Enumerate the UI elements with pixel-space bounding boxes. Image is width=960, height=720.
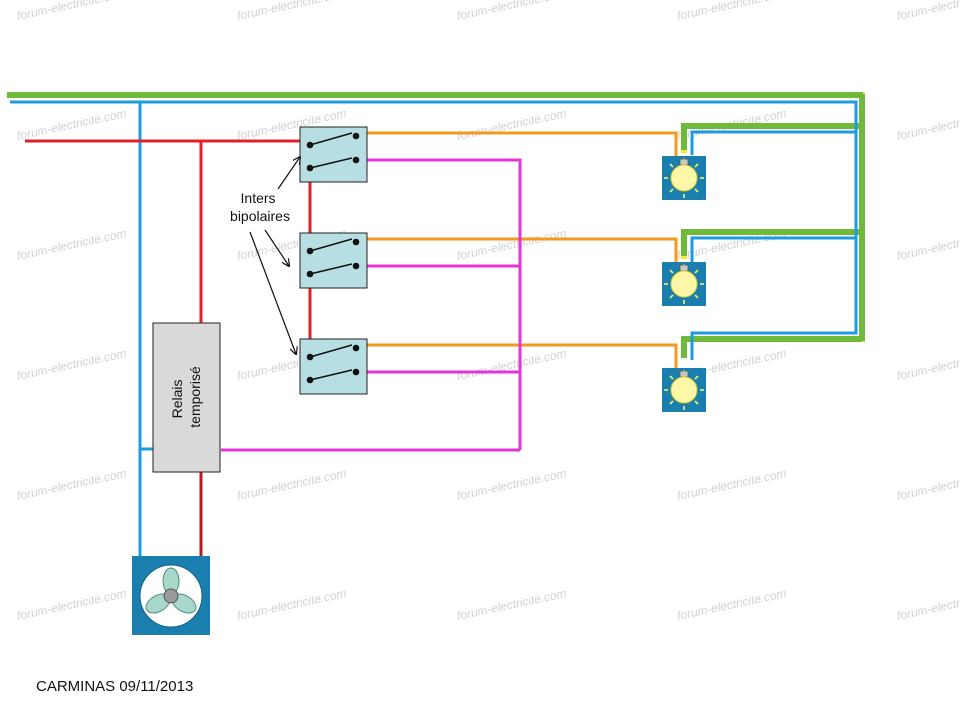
watermark: forum-electricite.com: [676, 466, 788, 503]
relay-label-line2: temporisé: [187, 366, 203, 428]
watermark: forum-electricite.com: [676, 586, 788, 623]
switched-return-wires: [356, 131, 678, 369]
watermark: forum-electricite.com: [16, 226, 128, 263]
watermark: forum-electricite.com: [896, 586, 960, 623]
watermark: forum-electricite.com: [896, 0, 960, 23]
switches-label-arrows: [249, 157, 300, 354]
neutral-conductor: [10, 100, 858, 556]
double-pole-switch-3[interactable]: [299, 338, 368, 395]
watermark: forum-electricite.com: [456, 106, 568, 143]
watermark: forum-electricite.com: [236, 586, 348, 623]
watermark: forum-electricite.com: [456, 226, 568, 263]
watermark: forum-electricite.com: [456, 346, 568, 383]
earth-conductor: [7, 92, 865, 358]
watermark: forum-electricite.com: [456, 466, 568, 503]
watermark: forum-electricite.com: [896, 106, 960, 143]
watermark: forum-electricite.com: [456, 0, 568, 23]
watermark: forum-electricite.com: [16, 0, 128, 23]
double-pole-switch-2[interactable]: [299, 232, 368, 289]
watermark: forum-electricite.com: [896, 466, 960, 503]
watermark: forum-electricite.com: [16, 106, 128, 143]
fan-icon: [132, 556, 210, 635]
watermark: forum-electricite.com: [16, 586, 128, 623]
command-wires: [221, 158, 522, 452]
relay-label-line1: Relais: [169, 379, 185, 418]
watermark: forum-electricite.com: [676, 0, 788, 23]
watermark: forum-electricite.com: [16, 466, 128, 503]
lightbulb-icon: [662, 368, 706, 412]
switches-label: Inters bipolaires: [230, 190, 290, 224]
watermark: forum-electricite.com: [236, 466, 348, 503]
svg-text:Relais temporisé: Relais temporisé: [169, 366, 203, 428]
lightbulb-icon: [662, 156, 706, 200]
double-pole-switch-1[interactable]: [299, 126, 368, 183]
watermark: forum-electricite.com: [896, 226, 960, 263]
author-credit: CARMINAS 09/11/2013: [36, 678, 193, 695]
watermark: forum-electricite.com: [236, 0, 348, 23]
time-delay-relay: Relais temporisé: [152, 322, 221, 473]
watermark: forum-electricite.com: [456, 586, 568, 623]
watermark: forum-electricite.com: [16, 346, 128, 383]
watermark: forum-electricite.com: [896, 346, 960, 383]
lightbulb-icon: [662, 262, 706, 306]
